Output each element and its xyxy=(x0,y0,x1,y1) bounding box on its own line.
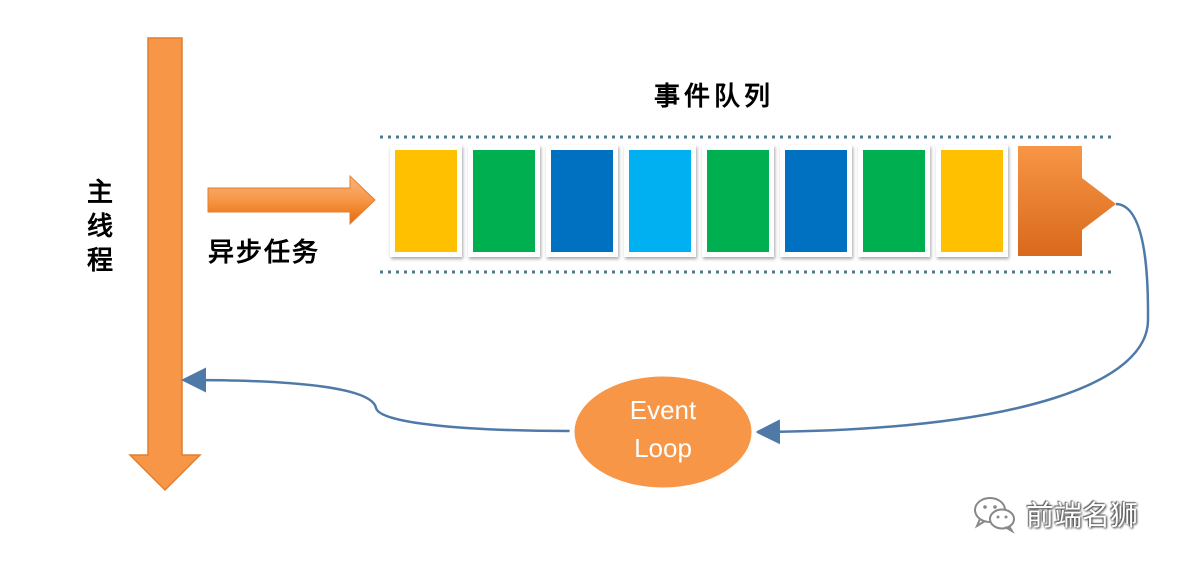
watermark-text: 前端名狮 xyxy=(1026,499,1139,532)
event-loop-line-1: Event xyxy=(629,395,697,425)
queue-to-loop-connector xyxy=(755,202,1150,445)
queue-block xyxy=(707,150,769,252)
queue-block xyxy=(551,150,613,252)
queue-block xyxy=(785,150,847,252)
queue-block xyxy=(629,150,691,252)
queue-block xyxy=(941,150,1003,252)
event-queue-blocks xyxy=(390,145,1008,257)
event-loop-ellipse xyxy=(569,371,757,493)
queue-block xyxy=(473,150,535,252)
event-queue-title: 事件队列 xyxy=(654,82,775,112)
queue-block xyxy=(863,150,925,252)
async-task-arrow xyxy=(207,174,376,226)
loop-to-main-thread-connector xyxy=(181,367,572,433)
async-task-label: 异步任务 xyxy=(208,238,321,268)
main-thread-label: 主线程 xyxy=(86,178,113,276)
event-loop-line-2: Loop xyxy=(634,433,692,463)
event-loop-label: Event Loop xyxy=(572,391,754,467)
wechat-icon xyxy=(974,497,1015,534)
queue-block xyxy=(395,150,457,252)
main-thread-arrow xyxy=(128,37,202,492)
queue-exit-arrow xyxy=(1018,146,1116,256)
watermark: 前端名狮 xyxy=(972,494,1138,534)
